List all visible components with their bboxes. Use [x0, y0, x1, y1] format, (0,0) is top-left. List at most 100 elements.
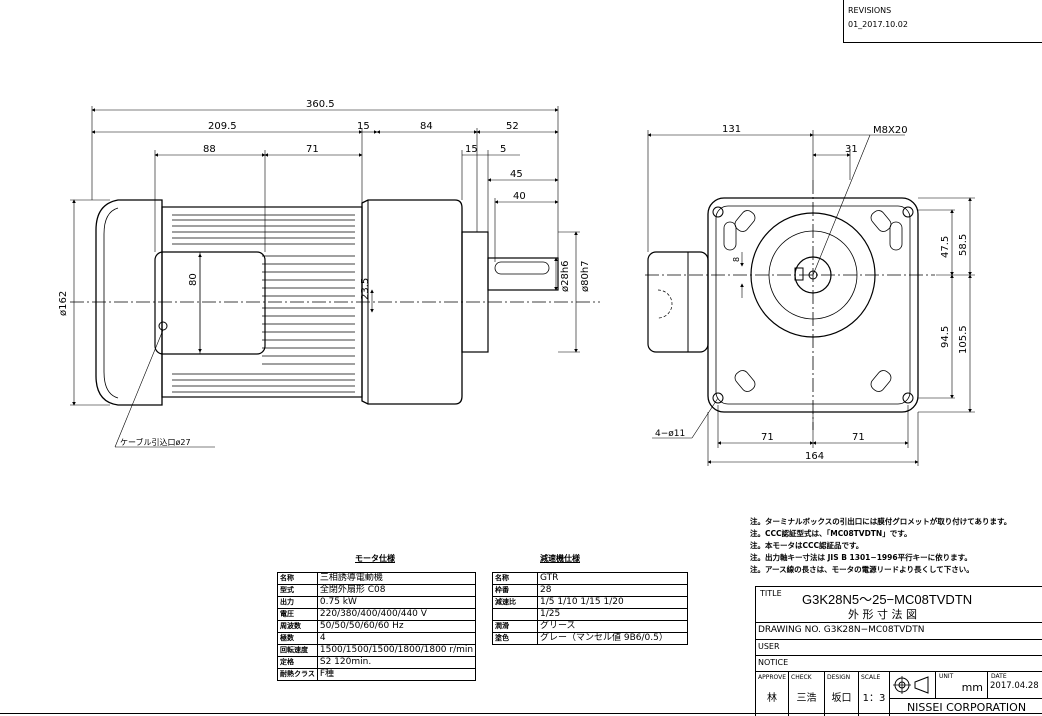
- spec-row: 名称三相誘導電動機: [277, 572, 477, 585]
- spec-key: 出力: [277, 596, 318, 609]
- unit-cell: UNIT mm: [936, 672, 988, 699]
- dim-15-b: 15: [465, 144, 478, 155]
- company-name: NISSEI CORPORATION: [906, 701, 1027, 714]
- spec-row: 潤滑グリース: [492, 620, 688, 633]
- dim-holes: 4−ø11: [655, 429, 685, 439]
- spec-value: 1/25: [537, 608, 688, 621]
- spec-row: 1/25: [492, 608, 688, 621]
- date-label: DATE: [991, 673, 1007, 680]
- spec-key: 耐熱クラス: [277, 668, 318, 681]
- note-line: 注。ターミナルボックスの引出口には膜付グロメットが取り付けてあります。: [750, 517, 1012, 526]
- scale-cell: SCALE 1：3: [859, 672, 890, 716]
- scale-value: 1：3: [862, 693, 886, 704]
- drawing-title: G3K28N5〜25−MC08TVDTN: [802, 592, 973, 607]
- user-row: USER: [756, 639, 1042, 656]
- note-line: 注。CCC認証型式は、「MC08TVDTN」です。: [750, 529, 912, 538]
- spec-value: 1500/1500/1500/1800/1800 r/min: [316, 644, 477, 657]
- spec-value: 4: [316, 632, 477, 645]
- approval-row: APPROVE 林 CHECK 三浩 DESIGN 坂口 SCALE 1：3 U…: [756, 672, 1042, 716]
- title-block: TITLE G3K28N5〜25−MC08TVDTN 外 形 寸 法 図 DRA…: [755, 586, 1042, 716]
- check-name: 三浩: [796, 693, 817, 704]
- drawing-number: DRAWING NO. G3K28N−MC08TVDTN: [758, 625, 925, 635]
- date-value: 2017.04.28: [990, 681, 1039, 691]
- dim-47-5: 47.5: [940, 236, 951, 258]
- dim-84: 84: [420, 121, 433, 132]
- scale-label: SCALE: [861, 674, 881, 681]
- revisions-box: REVISIONS 01_2017.10.02: [843, 0, 1042, 43]
- dim-164: 164: [805, 451, 824, 462]
- dim-209-5: 209.5: [208, 121, 237, 132]
- spec-key: 枠番: [492, 584, 538, 597]
- drawing-no-row: DRAWING NO. G3K28N−MC08TVDTN: [756, 622, 1042, 640]
- spec-key: 定格: [277, 656, 318, 669]
- approve-name: 林: [767, 693, 777, 704]
- dim-15-a: 15: [357, 121, 370, 132]
- design-cell: DESIGN 坂口: [825, 672, 859, 716]
- spec-value: 1/5 1/10 1/15 1/20: [537, 596, 688, 609]
- page-border-bottom: [0, 713, 1042, 714]
- unit-label: UNIT: [939, 673, 954, 680]
- spec-value: S2 120min.: [316, 656, 477, 669]
- drawing-subtitle: 外 形 寸 法 図: [848, 608, 917, 621]
- dim-88: 88: [203, 144, 216, 155]
- note-line: 注。アース線の長さは、モータの電源リードより長くして下さい。: [750, 565, 974, 574]
- notice-row: NOTICE: [756, 655, 1042, 672]
- title-row: TITLE G3K28N5〜25−MC08TVDTN 外 形 寸 法 図: [756, 587, 1042, 623]
- spec-value: グリース: [537, 620, 688, 633]
- spec-key: 回転速度: [277, 644, 318, 657]
- dim-5: 5: [500, 144, 506, 155]
- spec-key: 周波数: [277, 620, 318, 633]
- dim-58-5: 58.5: [958, 234, 969, 256]
- dim-31: 31: [845, 144, 858, 155]
- user-label: USER: [758, 642, 780, 651]
- spec-value: F種: [316, 668, 477, 681]
- spec-key: 電圧: [277, 608, 318, 621]
- dim-94-5: 94.5: [940, 326, 951, 348]
- revisions-entry: 01_2017.10.02: [848, 20, 908, 29]
- note-line: 注。出力軸キー寸法は JIS B 1301−1996平行キーに依ります。: [750, 553, 972, 562]
- dim-162: ø162: [58, 291, 69, 316]
- notes-block: 注。ターミナルボックスの引出口には膜付グロメットが取り付けてあります。 注。CC…: [750, 516, 1011, 576]
- spec-key: [492, 608, 538, 621]
- dim-45: 45: [510, 169, 523, 180]
- check-label: CHECK: [791, 674, 812, 681]
- dim-131: 131: [722, 124, 741, 135]
- spec-value: グレー（マンセル値 9B6/0.5）: [537, 632, 688, 645]
- spec-key: 潤滑: [492, 620, 538, 633]
- dim-71-b: 71: [761, 432, 774, 443]
- dim-80h7: ø80h7: [580, 260, 591, 292]
- spec-value: 0.75 kW: [316, 596, 477, 609]
- notice-label: NOTICE: [758, 658, 789, 667]
- dim-52: 52: [506, 121, 519, 132]
- dim-23-5: 23.5: [360, 278, 371, 300]
- spec-key: 名称: [277, 572, 318, 585]
- dim-71-c: 71: [852, 432, 865, 443]
- spec-value: GTR: [537, 572, 688, 585]
- dim-80: 80: [188, 273, 199, 286]
- spec-value: 全閉外扇形 C08: [316, 584, 477, 597]
- title-label: TITLE: [760, 589, 782, 598]
- approve-label: APPROVE: [758, 674, 787, 681]
- dim-105-5: 105.5: [958, 325, 969, 354]
- dim-8: 8: [732, 257, 741, 262]
- spec-value: 220/380/400/400/440 V: [316, 608, 477, 621]
- spec-row: 型式全閉外扇形 C08: [277, 584, 477, 597]
- spec-key: 塗色: [492, 632, 538, 645]
- dim-28h6: ø28h6: [560, 260, 571, 292]
- check-cell: CHECK 三浩: [789, 672, 825, 716]
- design-name: 坂口: [831, 693, 852, 704]
- design-label: DESIGN: [827, 674, 851, 681]
- spec-key: 極数: [277, 632, 318, 645]
- dim-40: 40: [513, 191, 526, 202]
- dim-360-5: 360.5: [306, 99, 335, 110]
